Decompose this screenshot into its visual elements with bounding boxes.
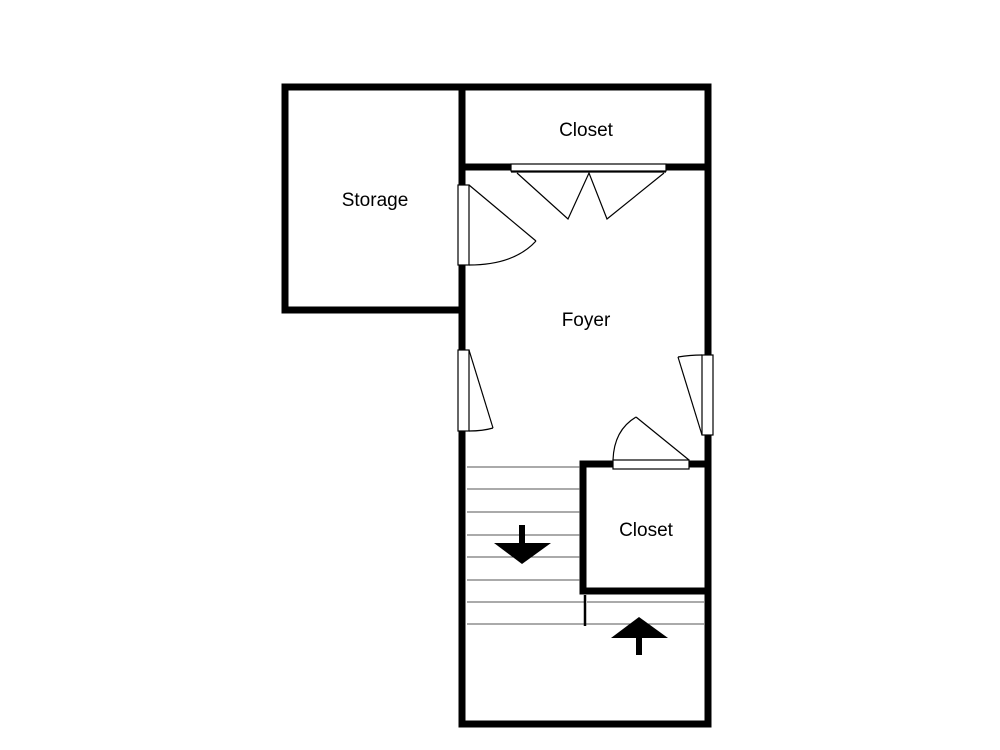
closet-top-label: Closet xyxy=(559,120,614,141)
storage-wall xyxy=(281,83,466,314)
storage-label: Storage xyxy=(342,190,409,211)
closet-top-bifold-door xyxy=(510,163,667,220)
foyer-right-door xyxy=(677,354,714,436)
arrow-up-icon xyxy=(611,617,668,655)
outer-wall xyxy=(458,83,712,728)
foyer-label: Foyer xyxy=(562,310,611,331)
arrow-down-icon xyxy=(494,525,551,564)
foyer-left-door xyxy=(457,349,494,432)
closet-bottom-door xyxy=(612,416,690,470)
closet-bottom-label: Closet xyxy=(619,520,674,541)
storage-door xyxy=(457,184,537,266)
